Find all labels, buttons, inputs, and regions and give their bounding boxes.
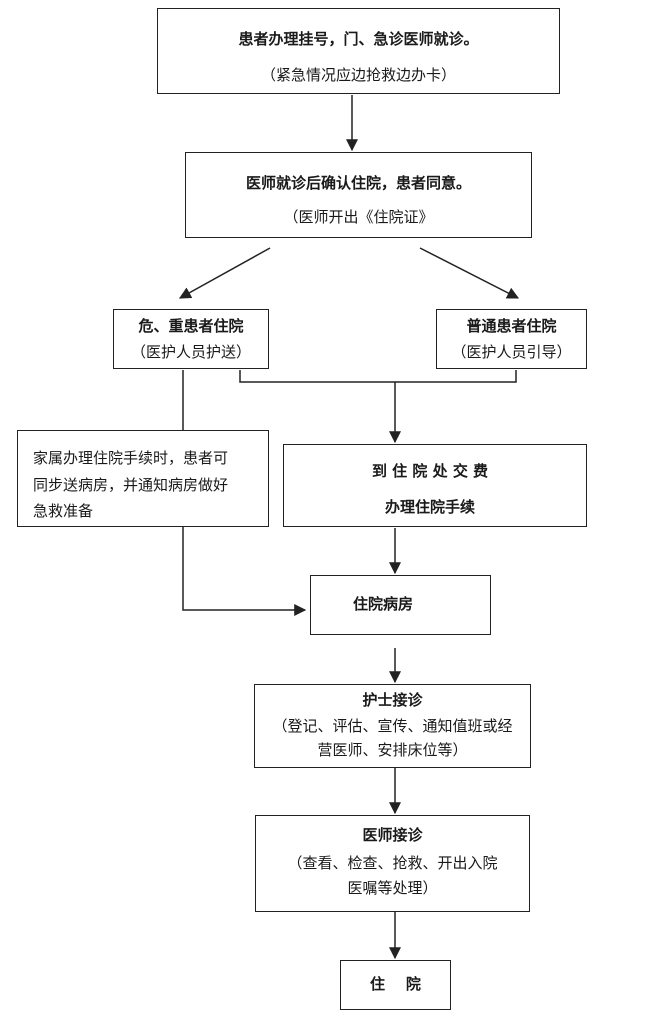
- node-family-line3: 急救准备: [33, 502, 94, 520]
- node-normal-title: 普通患者住院: [466, 317, 557, 335]
- node-nurse: 护士接诊 （登记、评估、宣传、通知值班或经 营医师、安排床位等）: [254, 684, 531, 768]
- node-admit-title: 住 院: [370, 975, 421, 993]
- node-register: 患者办理挂号，门、急诊医师就诊。 （紧急情况应边抢救边办卡）: [157, 8, 560, 94]
- node-normal-note: （医护人员引导）: [451, 343, 572, 361]
- node-critical-title: 危、重患者住院: [138, 317, 244, 335]
- node-nurse-line1: （登记、评估、宣传、通知值班或经: [272, 717, 513, 735]
- node-ward-title: 住院病房: [353, 595, 414, 613]
- node-confirm: 医师就诊后确认住院，患者同意。 （医师开出《住院证》: [185, 152, 532, 238]
- node-family: 家属办理住院手续时，患者可 同步送病房，并通知病房做好 急救准备: [17, 430, 269, 527]
- node-register-title: 患者办理挂号，门、急诊医师就诊。: [238, 30, 479, 48]
- node-payment-line1: 到 住 院 处 交 费: [371, 462, 489, 480]
- node-admit: 住 院: [340, 960, 451, 1010]
- node-nurse-title: 护士接诊: [362, 691, 423, 709]
- node-normal: 普通患者住院 （医护人员引导）: [436, 309, 587, 369]
- node-register-note: （紧急情况应边抢救边办卡）: [260, 66, 456, 84]
- node-confirm-title: 医师就诊后确认住院，患者同意。: [245, 174, 471, 192]
- node-doctor-title: 医师接诊: [362, 826, 423, 844]
- node-confirm-note: （医师开出《住院证》: [283, 208, 434, 226]
- node-nurse-line2: 营医师、安排床位等）: [317, 741, 468, 759]
- node-doctor: 医师接诊 （查看、检查、抢救、开出入院 医嘱等处理）: [255, 815, 530, 912]
- connector-merge: [239, 370, 517, 383]
- node-payment-line2: 办理住院手续: [384, 498, 475, 516]
- node-ward: 住院病房: [310, 575, 491, 635]
- node-family-line2: 同步送病房，并通知病房做好: [33, 476, 229, 494]
- arrow-confirm-to-critical: [178, 247, 271, 299]
- node-doctor-line2: 医嘱等处理）: [347, 879, 438, 897]
- node-payment: 到 住 院 处 交 费 办理住院手续: [283, 444, 587, 527]
- node-critical-note: （医护人员护送）: [130, 343, 251, 361]
- node-family-line1: 家属办理住院手续时，患者可: [33, 449, 229, 467]
- node-doctor-line1: （查看、检查、抢救、开出入院: [287, 854, 498, 872]
- node-critical: 危、重患者住院 （医护人员护送）: [113, 309, 269, 369]
- arrow-confirm-to-normal: [419, 247, 520, 299]
